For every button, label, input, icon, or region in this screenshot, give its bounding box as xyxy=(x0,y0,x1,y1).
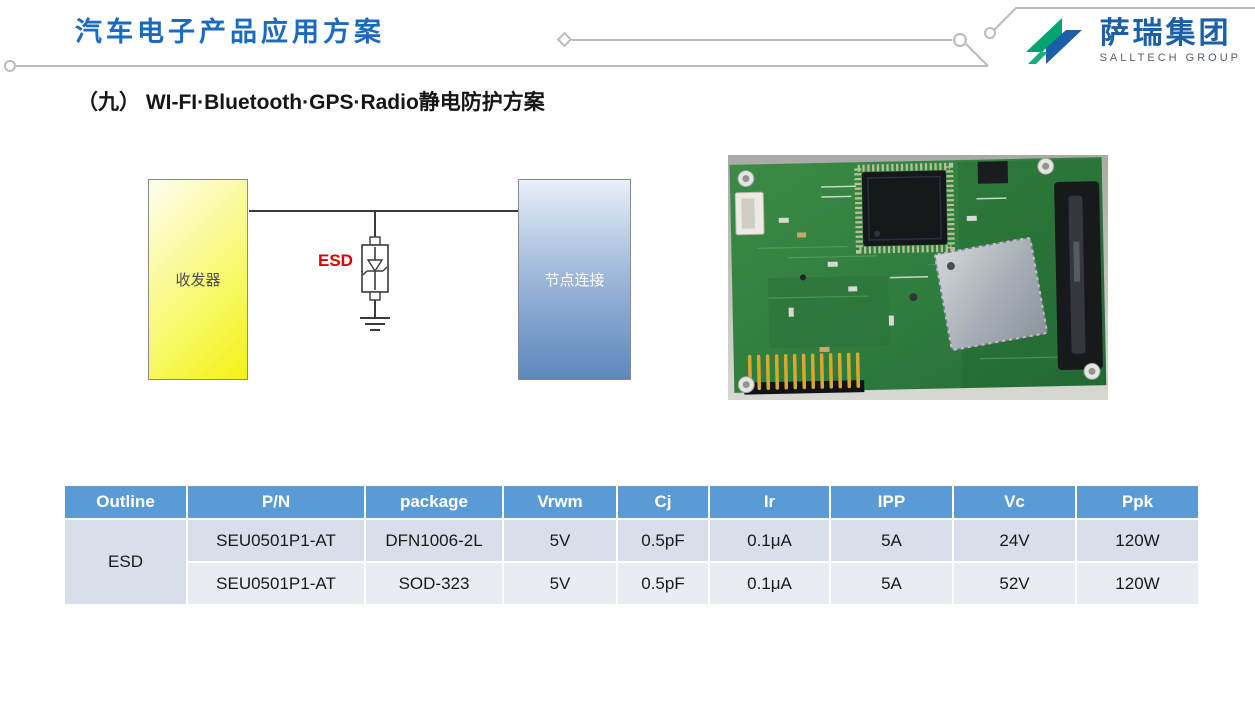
decoration-circle-corner xyxy=(984,27,996,39)
table-cell: 5V xyxy=(502,518,618,563)
table-cell: 5A xyxy=(829,561,954,606)
transceiver-label: 收发器 xyxy=(175,272,221,289)
esd-spec-table: Outline P/N package Vrwm Cj Ir IPP Vc Pp… xyxy=(63,484,1200,606)
node-connection-label: 节点连接 xyxy=(544,272,605,289)
page-title: 汽车电子产品应用方案 xyxy=(75,17,385,47)
section-title: （九） WI-FI·Bluetooth·GPS·Radio静电防护方案 xyxy=(77,91,545,114)
table-cell: 0.1μA xyxy=(708,518,831,563)
col-header-ir: Ir xyxy=(708,484,831,520)
pcb-photo xyxy=(728,155,1108,400)
col-header-vc: Vc xyxy=(952,484,1077,520)
table-cell: DFN1006-2L xyxy=(364,518,504,563)
silkscreen-marks xyxy=(821,185,1007,279)
decoration-diagonal xyxy=(965,43,989,67)
table-cell: 0.5pF xyxy=(616,518,710,563)
esd-label: ESD xyxy=(318,251,353,270)
col-header-outline: Outline xyxy=(63,484,188,520)
col-header-package: package xyxy=(364,484,504,520)
table-cell: 5V xyxy=(502,561,618,606)
outline-cell: ESD xyxy=(63,518,188,606)
main-chip xyxy=(854,162,955,254)
circuit-board xyxy=(729,157,1107,395)
mounting-holes xyxy=(737,157,1101,394)
table-header-row: Outline P/N package Vrwm Cj Ir IPP Vc Pp… xyxy=(63,484,1200,520)
esd-diode-symbol xyxy=(361,236,389,301)
salltech-logo-icon xyxy=(1025,18,1082,64)
secondary-chip xyxy=(977,161,1009,184)
pin-header xyxy=(744,352,865,395)
table-cell: 5A xyxy=(829,518,954,563)
col-header-ppk: Ppk xyxy=(1075,484,1200,520)
table-cell: 52V xyxy=(952,561,1077,606)
table-cell: 24V xyxy=(952,518,1077,563)
table-row: SEU0501P1-AT SOD-323 5V 0.5pF 0.1μA 5A 5… xyxy=(64,561,1200,606)
copper-traces xyxy=(757,245,1060,360)
white-connector xyxy=(734,191,765,236)
table-row: ESD SEU0501P1-AT DFN1006-2L 5V 0.5pF 0.1… xyxy=(63,518,1200,606)
logo-tagline: SALLTECH GROUP xyxy=(1099,52,1241,65)
table-cell: 120W xyxy=(1075,518,1200,563)
decoration-circle-right xyxy=(953,33,967,47)
decoration-diamond xyxy=(556,31,573,48)
logo-text: 萨瑞集团 SALLTECH GROUP xyxy=(1100,18,1241,65)
col-header-cj: Cj xyxy=(616,484,710,520)
table-cell: 120W xyxy=(1075,561,1200,606)
decoration-circle-left xyxy=(4,60,16,72)
col-header-vrwm: Vrwm xyxy=(502,484,618,520)
col-header-pn: P/N xyxy=(186,484,366,520)
logo-company-name: 萨瑞集团 xyxy=(1099,16,1232,50)
table-cell: SEU0501P1-AT xyxy=(186,518,366,563)
node-connection-box: 节点连接 xyxy=(518,179,631,380)
company-logo: 萨瑞集团 SALLTECH GROUP xyxy=(1018,12,1241,70)
rf-shield xyxy=(934,237,1048,351)
edge-connector xyxy=(1054,181,1103,371)
table-cell: SOD-323 xyxy=(364,561,504,606)
ground-symbol xyxy=(360,317,390,331)
table-cell: 0.1μA xyxy=(708,561,831,606)
transceiver-box: 收发器 xyxy=(148,179,248,380)
passive-components xyxy=(778,194,977,353)
table-cell: SEU0501P1-AT xyxy=(186,561,366,606)
table-cell: 0.5pF xyxy=(616,561,710,606)
col-header-ipp: IPP xyxy=(829,484,954,520)
